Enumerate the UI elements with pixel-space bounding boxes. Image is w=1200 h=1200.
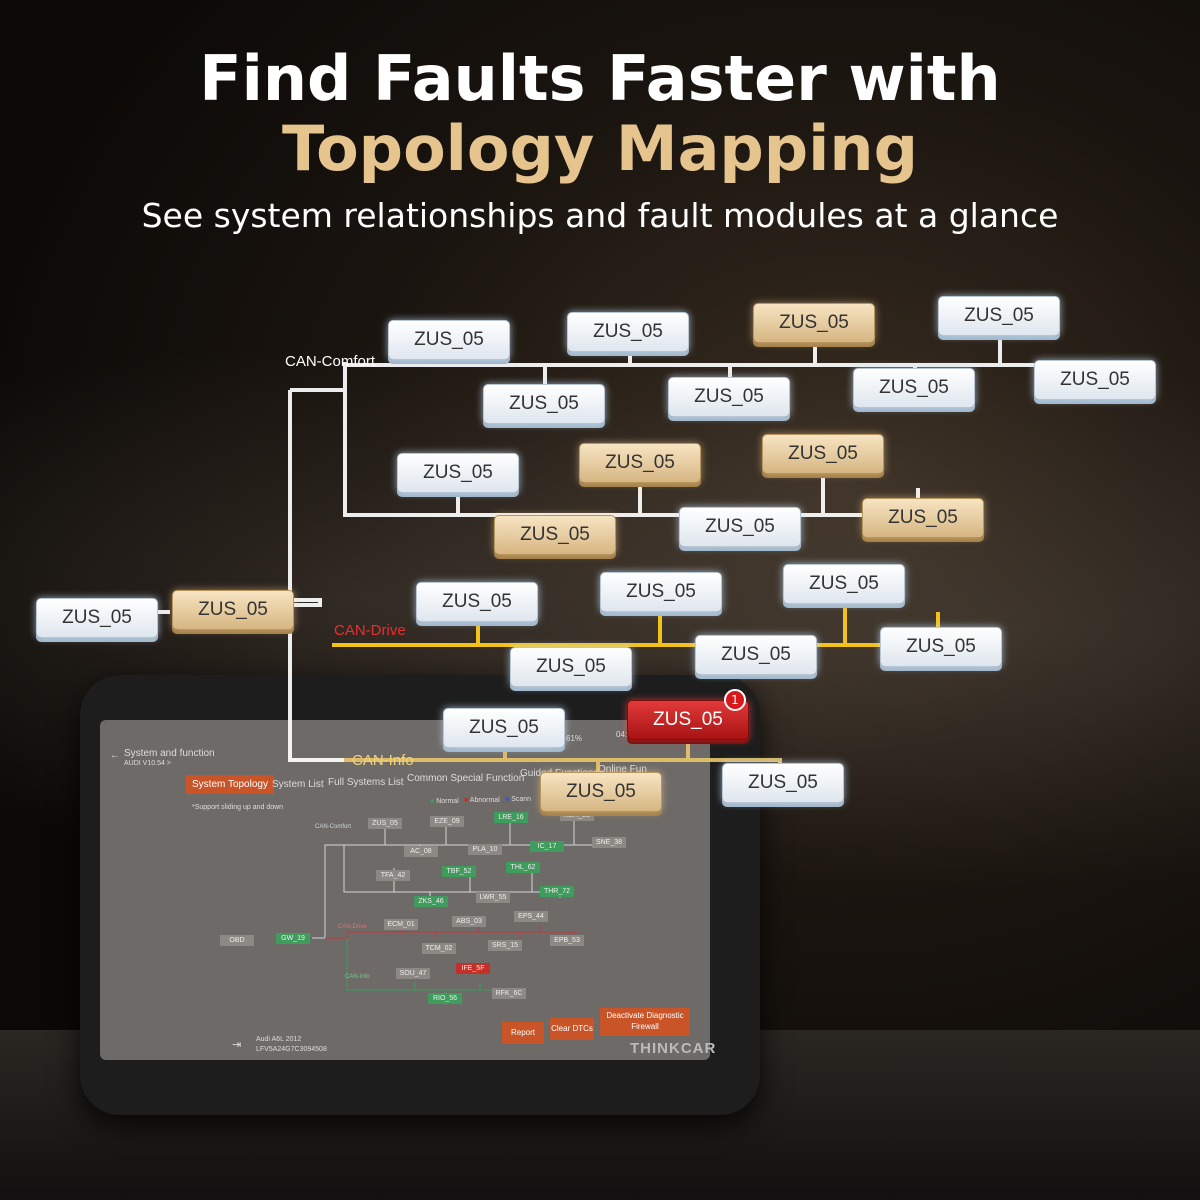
module-node[interactable]: ZUS_05 (880, 627, 1002, 667)
module-pla[interactable]: PLA_10 (468, 844, 502, 855)
module-tbf[interactable]: TBF_52 (442, 866, 476, 877)
module-sne[interactable]: SNE_38 (592, 837, 626, 848)
module-node[interactable]: ZUS_05 (483, 384, 605, 424)
module-node-highlighted[interactable]: ZUS_05 (579, 443, 701, 483)
report-button[interactable]: Report (502, 1022, 544, 1044)
tab-common-special-function[interactable]: Common Special Function (407, 773, 525, 784)
module-node[interactable]: ZUS_05 (722, 763, 844, 803)
module-ecm[interactable]: ECM_01 (384, 919, 418, 930)
module-node[interactable]: ZUS_05 (783, 564, 905, 604)
module-node-highlighted[interactable]: ZUS_05 (494, 515, 616, 555)
module-ac[interactable]: AC_08 (404, 846, 438, 857)
deactivate-firewall-button[interactable]: Deactivate Diagnostic Firewall (600, 1008, 690, 1036)
module-thl[interactable]: THL_62 (506, 862, 540, 873)
vehicle-model: Audi A6L 2012 (256, 1036, 302, 1043)
module-node[interactable]: ZUS_05 (1034, 360, 1156, 400)
vehicle-vin: LFV5A24G7C3094508 (256, 1046, 327, 1053)
module-ic[interactable]: IC_17 (530, 841, 564, 852)
module-node[interactable]: ZUS_05 (938, 296, 1060, 336)
legend-abnormal: ■ Abnormal (464, 797, 500, 804)
module-node[interactable]: ZUS_05 (416, 582, 538, 622)
module-rfk[interactable]: RFK_6C (492, 988, 526, 999)
module-node-gateway[interactable]: ZUS_05 (172, 590, 294, 630)
module-srs[interactable]: SRS_15 (488, 940, 522, 951)
module-node[interactable]: ZUS_05 (600, 572, 722, 612)
tablet-bus-drive: CAN-Drive (338, 924, 367, 930)
module-ife-fault[interactable]: IFE_5F (456, 963, 490, 974)
module-node[interactable]: ZUS_05 (388, 320, 510, 360)
module-node-highlighted[interactable]: ZUS_05 (540, 772, 662, 812)
tablet-bus-info: CAN-Info (345, 974, 370, 980)
module-abs[interactable]: ABS_03 (452, 916, 486, 927)
module-node[interactable]: ZUS_05 (679, 507, 801, 547)
module-zus[interactable]: ZUS_05 (368, 818, 402, 829)
module-lwr[interactable]: LWR_55 (476, 892, 510, 903)
module-sou[interactable]: SOU_47 (396, 968, 430, 979)
module-epb[interactable]: EPB_53 (550, 935, 584, 946)
exit-icon[interactable]: ⇥ (232, 1039, 242, 1051)
module-node[interactable]: ZUS_05 (443, 708, 565, 748)
module-node[interactable]: ZUS_05 (695, 635, 817, 675)
module-node[interactable]: ZUS_05 (853, 368, 975, 408)
tablet-bus-comfort: CAN-Comfort (315, 824, 352, 830)
module-node[interactable]: ZUS_05 (397, 453, 519, 493)
module-gateway[interactable]: GW_19 (276, 933, 310, 944)
module-lre[interactable]: LRE_16 (494, 812, 528, 823)
module-eze[interactable]: EZE_09 (430, 816, 464, 827)
bus-label-info: CAN-Info (352, 752, 414, 769)
bus-label-comfort: CAN-Comfort (285, 353, 376, 370)
headline-line-1: Find Faults Faster with (199, 42, 1001, 115)
module-tcm[interactable]: TCM_02 (422, 943, 456, 954)
module-eps[interactable]: EPS_44 (514, 911, 548, 922)
legend-normal: ■ Normal (430, 798, 459, 805)
module-rio[interactable]: RIO_56 (428, 993, 462, 1004)
headline-line-2: Topology Mapping (282, 112, 918, 185)
tab-full-systems-list[interactable]: Full Systems List (328, 777, 404, 788)
tablet-header-sub[interactable]: AUDI V10.54 > (124, 760, 171, 767)
module-node-highlighted[interactable]: ZUS_05 (862, 498, 984, 538)
battery-status: 61% (566, 734, 583, 743)
module-kbh[interactable]: KBH_28 (560, 810, 594, 821)
back-arrow-icon[interactable]: ← (110, 750, 120, 761)
brand-logo: THINKCAR (630, 1040, 717, 1057)
module-node[interactable]: ZUS_05 (510, 647, 632, 687)
tab-system-list[interactable]: System List (272, 779, 324, 790)
module-tfa[interactable]: TFA_42 (376, 870, 410, 881)
clock: 04:44 (616, 730, 636, 739)
module-node[interactable]: ZUS_05 (567, 312, 689, 352)
headline-subtitle: See system relationships and fault modul… (141, 196, 1059, 235)
module-zks[interactable]: ZKS_46 (414, 896, 448, 907)
tablet-header-title: System and function (124, 748, 215, 759)
clear-dtcs-button[interactable]: Clear DTCs (550, 1018, 594, 1040)
tab-system-topology[interactable]: System Topology (186, 775, 274, 794)
module-node-highlighted[interactable]: ZUS_05 (762, 434, 884, 474)
module-obd[interactable]: OBD (220, 935, 254, 946)
scroll-hint: *Support sliding up and down (192, 804, 284, 811)
legend-scanned: ■ Scann (505, 796, 532, 803)
module-node-highlighted[interactable]: ZUS_05 (753, 303, 875, 343)
module-node[interactable]: ZUS_05 (668, 377, 790, 417)
module-thr[interactable]: THR_72 (540, 886, 574, 897)
tab-online-functions[interactable]: Online Fun (598, 764, 647, 775)
fault-count-badge: 1 (724, 689, 746, 711)
bus-label-drive: CAN-Drive (334, 622, 406, 639)
module-node-obd[interactable]: ZUS_05 (36, 598, 158, 638)
